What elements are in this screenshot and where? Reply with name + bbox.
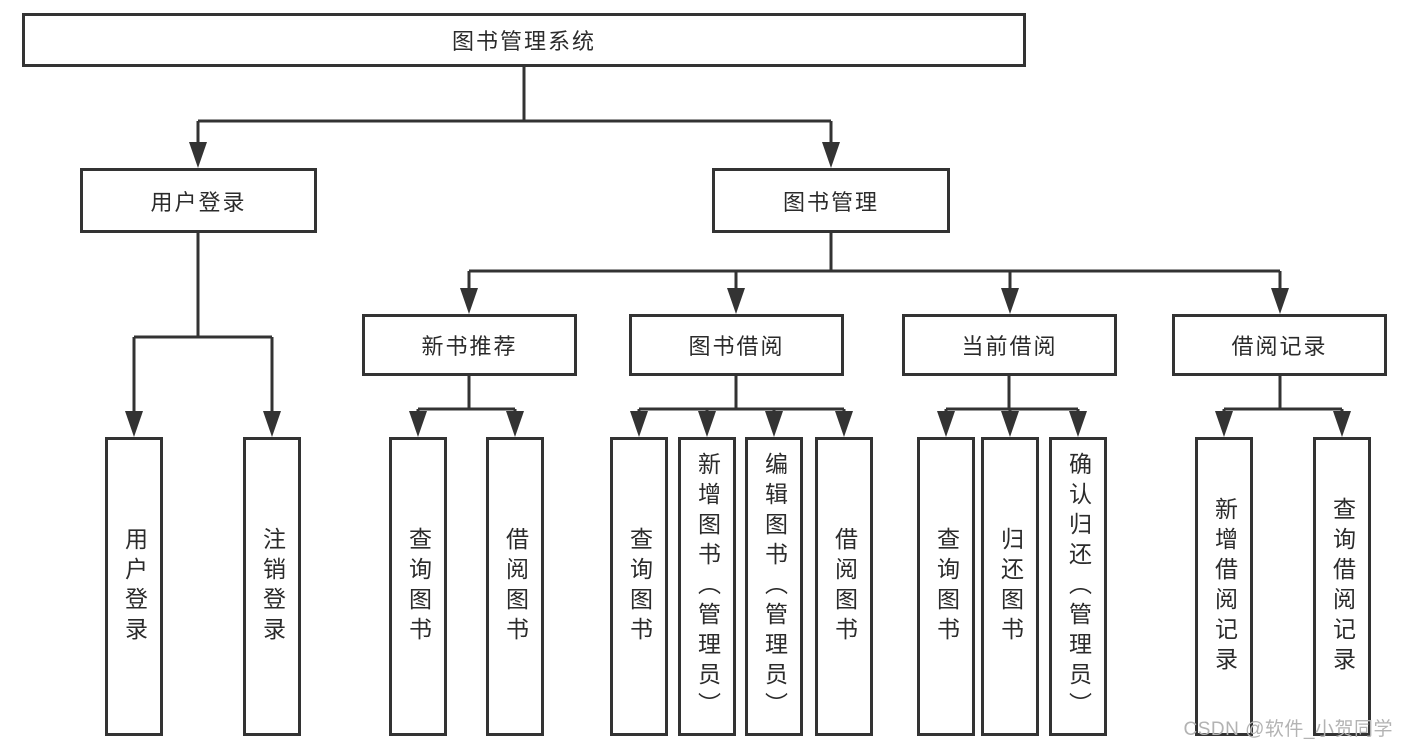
leaf-edit-book-admin: 编辑图书（管理员） <box>745 437 803 736</box>
leaf-borrow-books: 借阅图书 <box>815 437 873 736</box>
leaf-user-login-label: 用户登录 <box>121 526 148 647</box>
node-new-book-recommend-label: 新书推荐 <box>421 334 518 359</box>
leaf-user-login: 用户登录 <box>105 437 163 736</box>
leaf-logout-label: 注销登录 <box>259 526 286 647</box>
connector-current-borrowing-to-children <box>937 376 1087 437</box>
connector-user-login-to-children <box>125 233 281 437</box>
leaf-query-borrow-record: 查询借阅记录 <box>1313 437 1371 736</box>
connector-borrowing-records-to-children <box>1215 376 1351 437</box>
leaf-query-books-borrow-label: 查询图书 <box>626 526 653 647</box>
leaf-confirm-return-admin: 确认归还（管理员） <box>1049 437 1107 736</box>
node-user-login-label: 用户登录 <box>150 189 247 215</box>
leaf-add-book-admin: 新增图书（管理员） <box>678 437 736 736</box>
leaf-edit-book-admin-label: 编辑图书（管理员） <box>761 451 788 722</box>
node-borrowing-records: 借阅记录 <box>1172 314 1387 376</box>
connector-root-to-level2 <box>189 67 840 168</box>
leaf-query-books-recommend-label: 查询图书 <box>405 526 432 647</box>
leaf-query-books-current: 查询图书 <box>917 437 975 736</box>
node-root-label: 图书管理系统 <box>451 29 596 54</box>
connector-book-management-to-level3 <box>460 233 1289 314</box>
leaf-add-borrow-record-label: 新增借阅记录 <box>1211 496 1238 677</box>
leaf-borrow-books-label: 借阅图书 <box>831 526 858 647</box>
node-current-borrowing: 当前借阅 <box>902 314 1117 376</box>
watermark: CSDN @软件_小贺同学 <box>1183 719 1393 740</box>
node-new-book-recommend: 新书推荐 <box>362 314 577 376</box>
node-book-borrowing: 图书借阅 <box>629 314 844 376</box>
node-borrowing-records-label: 借阅记录 <box>1231 334 1328 359</box>
node-book-borrowing-label: 图书借阅 <box>688 334 785 359</box>
leaf-borrow-books-recommend: 借阅图书 <box>486 437 544 736</box>
node-book-management-label: 图书管理 <box>782 189 879 215</box>
leaf-borrow-books-recommend-label: 借阅图书 <box>502 526 529 647</box>
leaf-query-books-borrow: 查询图书 <box>610 437 668 736</box>
leaf-confirm-return-admin-label: 确认归还（管理员） <box>1065 451 1092 722</box>
node-book-management: 图书管理 <box>712 168 950 233</box>
node-current-borrowing-label: 当前借阅 <box>961 334 1058 359</box>
connector-new-book-recommend-to-children <box>409 376 524 437</box>
node-root: 图书管理系统 <box>22 13 1026 67</box>
leaf-query-books-current-label: 查询图书 <box>933 526 960 647</box>
leaf-query-borrow-record-label: 查询借阅记录 <box>1329 496 1356 677</box>
connector-book-borrowing-to-children <box>630 376 853 437</box>
node-user-login: 用户登录 <box>80 168 317 233</box>
leaf-logout: 注销登录 <box>243 437 301 736</box>
leaf-return-book-label: 归还图书 <box>997 526 1024 647</box>
leaf-add-borrow-record: 新增借阅记录 <box>1195 437 1253 736</box>
leaf-return-book: 归还图书 <box>981 437 1039 736</box>
leaf-query-books-recommend: 查询图书 <box>389 437 447 736</box>
leaf-add-book-admin-label: 新增图书（管理员） <box>694 451 721 722</box>
